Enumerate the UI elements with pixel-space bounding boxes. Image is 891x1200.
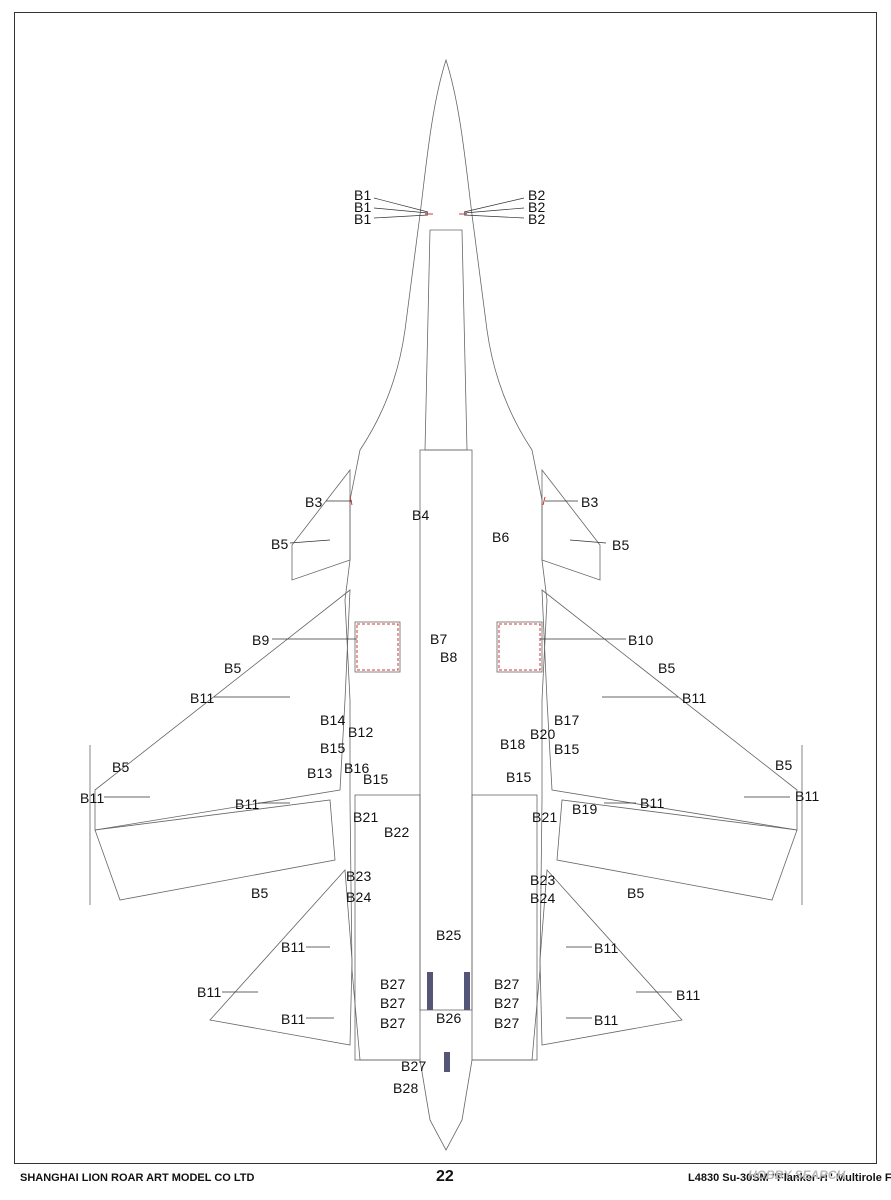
callout-b11: B11	[594, 1012, 619, 1028]
callout-b27: B27	[380, 995, 406, 1011]
wing-left	[94, 589, 351, 831]
callout-b5: B5	[251, 885, 269, 901]
callout-b11: B11	[80, 790, 105, 806]
callout-b15: B15	[506, 769, 532, 785]
callout-b11: B11	[235, 796, 260, 812]
callout-b5: B5	[658, 660, 676, 676]
callout-b15: B15	[363, 771, 389, 787]
callout-b18: B18	[500, 736, 526, 752]
callout-b16: B16	[344, 760, 370, 776]
callout-b1: B1	[354, 187, 372, 203]
stabilizer-left	[209, 869, 353, 1046]
callout-b15: B15	[554, 741, 580, 757]
callout-b9: B9	[252, 632, 270, 648]
callout-b8: B8	[440, 649, 458, 665]
callout-b27: B27	[494, 976, 520, 992]
callout-b5: B5	[775, 757, 793, 773]
callout-b11: B11	[676, 987, 701, 1003]
footer-company: SHANGHAI LION ROAR ART MODEL CO LTD	[20, 1172, 255, 1184]
callout-b20: B20	[530, 726, 556, 742]
callout-b1: B1	[354, 211, 372, 227]
callout-b21: B21	[353, 809, 379, 825]
callout-b11: B11	[594, 940, 619, 956]
flaperon-left	[94, 799, 336, 901]
callout-b27: B27	[401, 1058, 427, 1074]
wing-right	[541, 589, 798, 831]
callout-b14: B14	[320, 712, 346, 728]
callout-b27: B27	[380, 1015, 406, 1031]
callout-b25: B25	[436, 927, 462, 943]
callout-b11: B11	[682, 690, 707, 706]
stabilizer-right	[539, 869, 683, 1046]
callout-b5: B5	[112, 759, 130, 775]
page-number: 22	[436, 1168, 454, 1185]
callout-b7: B7	[430, 631, 448, 647]
callout-b12: B12	[348, 724, 374, 740]
page-border	[14, 12, 877, 1164]
callout-b2: B2	[528, 187, 546, 203]
callout-b26: B26	[436, 1010, 462, 1026]
callout-b22: B22	[384, 824, 410, 840]
callout-b11: B11	[281, 939, 306, 955]
callout-b5: B5	[224, 660, 242, 676]
callout-b17: B17	[554, 712, 580, 728]
callout-b2: B2	[528, 199, 546, 215]
callout-b3: B3	[305, 494, 323, 510]
callout-b4: B4	[412, 507, 430, 523]
callout-b3: B3	[581, 494, 599, 510]
callout-b27: B27	[494, 995, 520, 1011]
callout-b24: B24	[530, 890, 556, 906]
footer-product: L4830 Su-30SM "Flanker-H" Multirole Figh…	[688, 1172, 891, 1184]
callout-b21: B21	[532, 809, 558, 825]
callout-b23: B23	[530, 872, 556, 888]
callout-b27: B27	[494, 1015, 520, 1031]
callout-b2: B2	[528, 211, 546, 227]
callout-b11: B11	[640, 795, 665, 811]
canard-left	[291, 468, 351, 581]
callout-b19: B19	[572, 801, 598, 817]
callout-b15: B15	[320, 740, 346, 756]
callout-b28: B28	[393, 1080, 419, 1096]
callout-b5: B5	[627, 885, 645, 901]
callout-b11: B11	[281, 1011, 306, 1027]
callout-b27: B27	[380, 976, 406, 992]
watermark: HOBBY SEARCH	[748, 1168, 846, 1182]
canard-right	[541, 468, 601, 581]
callout-b5: B5	[271, 536, 289, 552]
callout-b6: B6	[492, 529, 510, 545]
callout-b13: B13	[307, 765, 333, 781]
flaperon-right	[556, 799, 798, 901]
callout-b11: B11	[795, 788, 820, 804]
callout-b10: B10	[628, 632, 654, 648]
callout-b24: B24	[346, 889, 372, 905]
callout-b11: B11	[197, 984, 222, 1000]
callout-b5: B5	[612, 537, 630, 553]
callout-b1: B1	[354, 199, 372, 215]
callout-b11: B11	[190, 690, 215, 706]
callout-b23: B23	[346, 868, 372, 884]
